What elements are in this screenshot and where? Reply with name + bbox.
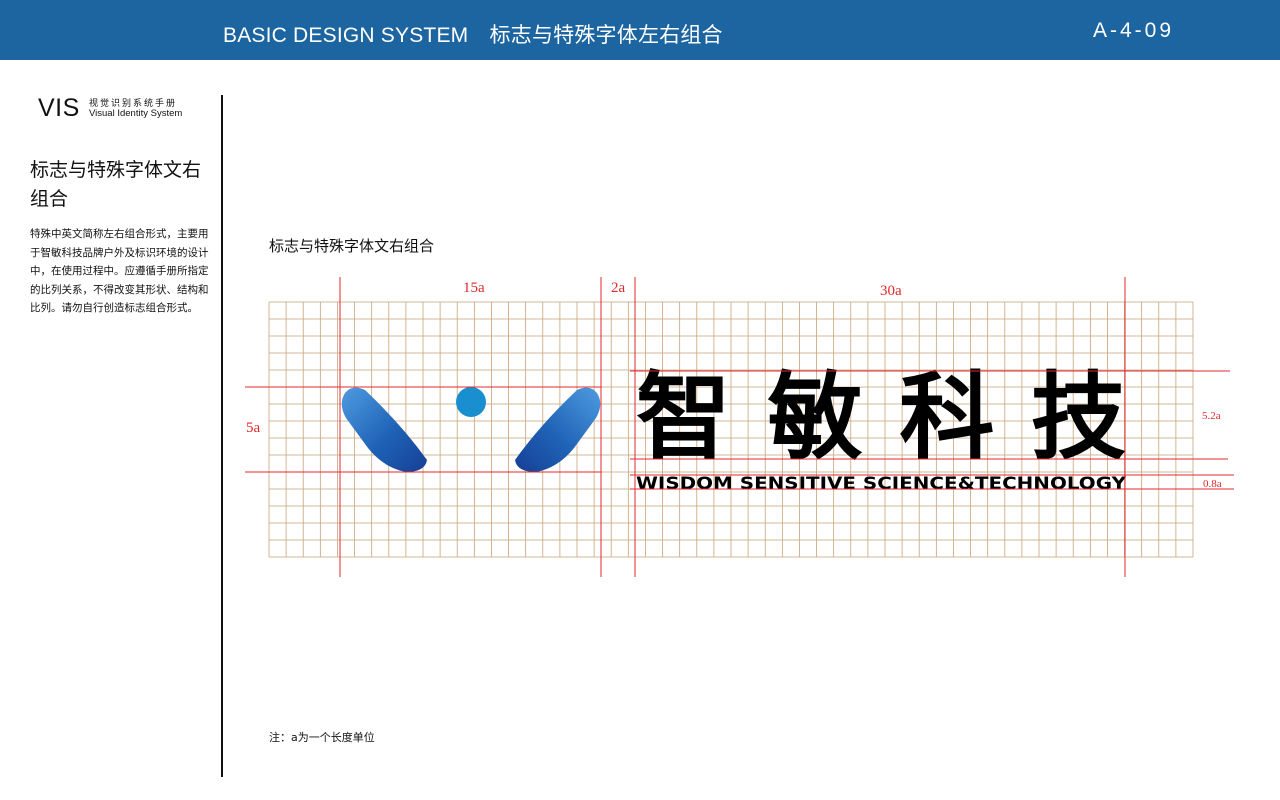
footnote: 注：a为一个长度单位 <box>269 731 375 744</box>
dim-cn-height: 5.2a <box>1202 410 1221 422</box>
vertical-divider <box>221 95 223 777</box>
header-bar: BASIC DESIGN SYSTEM 标志与特殊字体左右组合 A-4-09 <box>0 0 1280 60</box>
page-code: A-4-09 <box>1092 19 1174 42</box>
dim-text-width: 30a <box>880 283 902 299</box>
right-swoosh <box>515 387 601 472</box>
guide-lines <box>245 277 1234 577</box>
sidebar-description: 特殊中英文简称左右组合形式，主要用于智敏科技品牌户外及标识环境的设计中，在使用过… <box>30 228 209 314</box>
section-title: 标志与特殊字体文右组合 <box>269 237 435 255</box>
logo-symbol <box>341 387 601 472</box>
dim-height: 5a <box>246 420 261 436</box>
vis-mark: VIS <box>38 94 80 122</box>
logo-text: 智敏科技 WISDOM SENSITIVE SCIENCE&TECHNOLOGY <box>636 363 1127 494</box>
vis-cn-label: 视觉识别系统手册 <box>89 99 178 109</box>
logo-dot <box>456 387 486 417</box>
sidebar-title: 标志与特殊字体文右组合 <box>30 159 202 210</box>
dim-logo-width: 15a <box>463 280 485 296</box>
vis-en-label: Visual Identity System <box>89 108 183 119</box>
left-swoosh <box>341 387 427 472</box>
dim-gap: 2a <box>611 280 626 296</box>
logo-cn-text: 智敏科技 <box>636 363 1126 473</box>
dim-en-height: 0.8a <box>1203 478 1222 490</box>
header-title: BASIC DESIGN SYSTEM 标志与特殊字体左右组合 <box>223 24 723 47</box>
dimension-labels: 15a 2a 30a 5a 5.2a 0.8a <box>246 280 1222 490</box>
logo-en-text: WISDOM SENSITIVE SCIENCE&TECHNOLOGY <box>636 474 1127 494</box>
